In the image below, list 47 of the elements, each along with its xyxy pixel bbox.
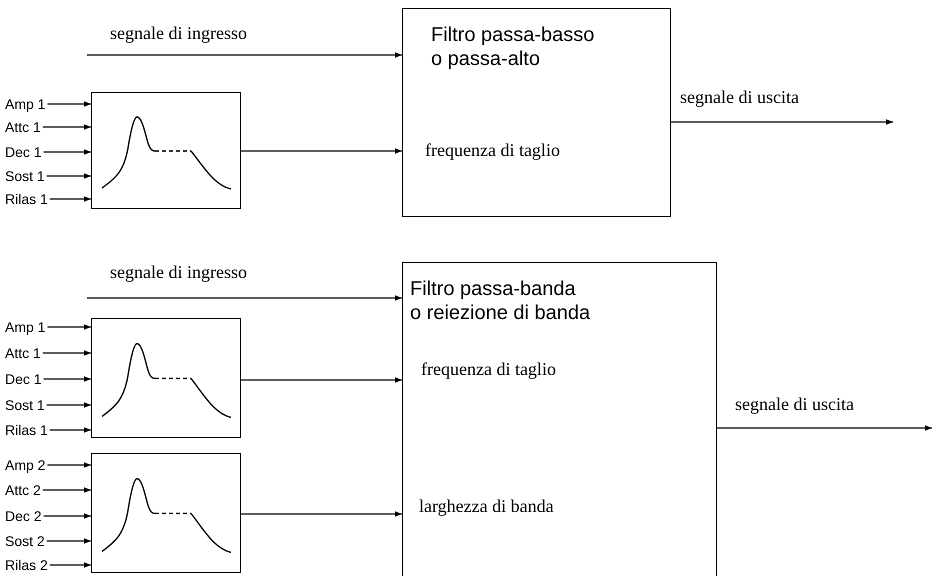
input-label: Sost 2 <box>5 532 45 550</box>
input-label: Amp 1 <box>5 95 46 113</box>
arrow <box>46 538 91 544</box>
arrow <box>47 462 91 468</box>
arrow <box>87 295 402 301</box>
envelope-box <box>91 318 241 438</box>
filter-box <box>402 262 717 576</box>
input-label: Amp 1 <box>5 318 46 336</box>
input-label: Attc 2 <box>5 481 41 499</box>
input-label: Sost 1 <box>5 167 45 185</box>
arrow <box>87 52 402 58</box>
arrow <box>46 173 91 179</box>
input-name: frequenza di taglio <box>425 139 560 161</box>
filter-box <box>402 8 671 217</box>
envelope-box <box>91 92 241 209</box>
filter-title: Filtro passa-basso o passa-alto <box>431 23 596 71</box>
arrow <box>50 196 91 202</box>
arrow <box>47 324 91 330</box>
arrow <box>671 119 893 125</box>
envelope-box <box>91 453 241 573</box>
input-label: Rilas 1 <box>5 190 48 208</box>
input-name: frequenza di taglio <box>421 358 556 380</box>
input-name: larghezza di banda <box>419 495 554 517</box>
arrow <box>241 148 402 154</box>
input-label: Rilas 1 <box>5 421 48 439</box>
arrow <box>42 487 91 493</box>
input-label: Dec 2 <box>5 507 42 525</box>
arrow <box>241 511 402 517</box>
input-label: Rilas 2 <box>5 556 48 574</box>
input-label: Attc 1 <box>5 118 41 136</box>
input-label: Dec 1 <box>5 143 42 161</box>
arrow <box>44 149 91 155</box>
arrow <box>241 377 402 383</box>
arrow <box>717 425 932 431</box>
input-label: Amp 2 <box>5 456 46 474</box>
input-label: Attc 1 <box>5 344 41 362</box>
input-label: Dec 1 <box>5 370 42 388</box>
arrow <box>42 124 91 130</box>
arrow <box>47 101 91 107</box>
arrow <box>42 350 91 356</box>
arrow <box>50 427 91 433</box>
arrow <box>44 376 91 382</box>
arrow <box>44 513 91 519</box>
arrow <box>50 562 91 568</box>
input-label: Sost 1 <box>5 396 45 414</box>
arrow <box>46 402 91 408</box>
filter-title: Filtro passa-banda o reiezione di banda <box>410 277 591 325</box>
